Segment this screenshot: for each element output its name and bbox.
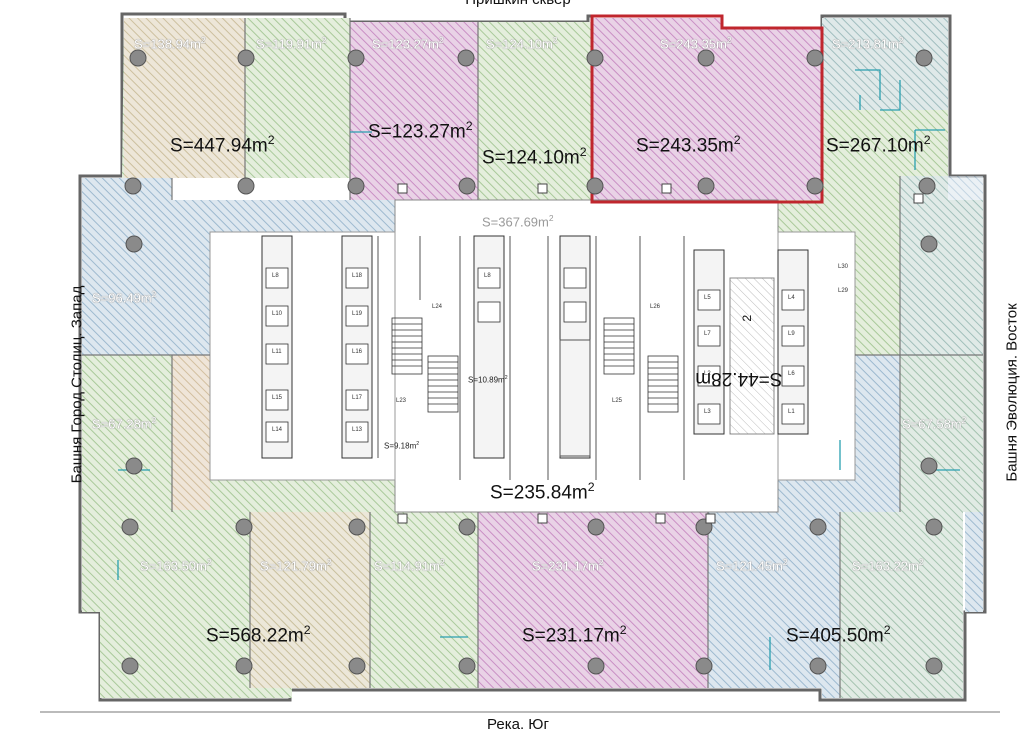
core-walls (377, 236, 685, 480)
lift-tag: L15 (272, 395, 283, 401)
zone-96 (82, 178, 395, 355)
shaft-hatch (729, 277, 775, 435)
lift-tag: L10 (272, 311, 283, 317)
area-label: S=447.94m2 (170, 133, 275, 157)
lift-tag: L8 (484, 273, 491, 279)
lift-tag: L3 (704, 409, 711, 415)
zone-67-left-peach (172, 355, 210, 510)
sub-area-label: S=121.79m2 (260, 557, 332, 574)
zone-568-peach (250, 512, 370, 688)
sub-area-label: S=163.22m2 (852, 557, 924, 574)
room-tag: L26 (650, 304, 661, 310)
lift-tag: L18 (352, 273, 363, 279)
lift-tag: L6 (788, 371, 795, 377)
stairs (391, 317, 679, 413)
lift-tag: L17 (352, 395, 363, 401)
core-area-label: S=10.89m2 (468, 375, 508, 385)
room-tag: L23 (396, 398, 407, 404)
area-label: S=243.35m2 (636, 133, 741, 157)
room-tag: L24 (432, 304, 443, 310)
lift-tag: L2 (704, 371, 711, 377)
lift-tag: L9 (788, 331, 795, 337)
structural-columns (121, 49, 943, 675)
area-label: S=405.50m2 (786, 623, 891, 647)
area-label: S=231.17m2 (522, 623, 627, 647)
zone-67-right-green (900, 355, 983, 512)
sub-area-label: S=114.91m2 (374, 557, 445, 574)
sub-area-label: S=243.35m2 (660, 35, 732, 52)
zone-right-upper-blue (900, 176, 983, 355)
sub-area-label: S=96.49m2 (92, 289, 157, 306)
zone-231 (478, 512, 708, 688)
zone-405-green (840, 512, 963, 698)
core-area-label: S=9.18m2 (384, 441, 420, 451)
door-markers (397, 183, 924, 524)
sub-area-label: S=123.27m2 (372, 35, 444, 52)
direction-north: Пришкин сквер (0, 0, 1036, 8)
lift-cells (265, 267, 805, 443)
zone-124 (478, 22, 592, 200)
area-label: S=267.10m2 (826, 133, 931, 157)
sub-area-label: S=124.10m2 (486, 35, 558, 52)
zone-447-blue (124, 18, 245, 178)
lift-tag: L4 (788, 295, 795, 301)
sub-area-label: S=121.45m2 (716, 557, 788, 574)
room-tag: L30 (838, 264, 849, 270)
zone-67-left (82, 355, 395, 612)
room-tag: L25 (612, 398, 623, 404)
direction-south: Река. Юг (487, 716, 549, 733)
sub-area-label: S=163.50m2 (140, 557, 212, 574)
lift-tag: L13 (352, 427, 363, 433)
sub-area-label: S=213.81m2 (832, 35, 904, 52)
area-label: S=568.22m2 (206, 623, 311, 647)
lift-tag: L19 (352, 311, 363, 317)
zone-267-blue (822, 18, 948, 110)
lift-tag: L7 (704, 331, 711, 337)
lift-tag: L8 (272, 273, 279, 279)
sub-area-label: S=138.94m2 (134, 35, 206, 52)
area-label: S=235.84m2 (490, 480, 595, 504)
zone-243 (592, 18, 822, 202)
sub-area-label: S=67.58m2 (902, 415, 967, 432)
partitions (82, 18, 983, 698)
direction-west: Башня Город Столиц. Запад (68, 285, 86, 484)
core-area-label: S=367.69m2 (482, 213, 554, 230)
room-tag: L29 (838, 288, 849, 294)
lift-tag: L1 (788, 409, 795, 415)
sub-area-label: S=67.28m2 (92, 415, 157, 432)
lift-tag: L16 (352, 349, 363, 355)
lift-tag: L14 (272, 427, 283, 433)
highlighted-unit (590, 14, 824, 204)
area-label: S=123.27m2 (368, 119, 473, 143)
direction-east: Башня Эволюция. Восток (1003, 303, 1021, 482)
area-label: S=124.10m2 (482, 145, 587, 169)
sub-area-label: S=231.17m2 (532, 557, 604, 574)
zone-123 (350, 22, 478, 200)
sub-area-label: S=119.91m2 (256, 35, 327, 52)
lift-tag: L11 (272, 349, 282, 355)
lift-tag: L5 (704, 295, 711, 301)
